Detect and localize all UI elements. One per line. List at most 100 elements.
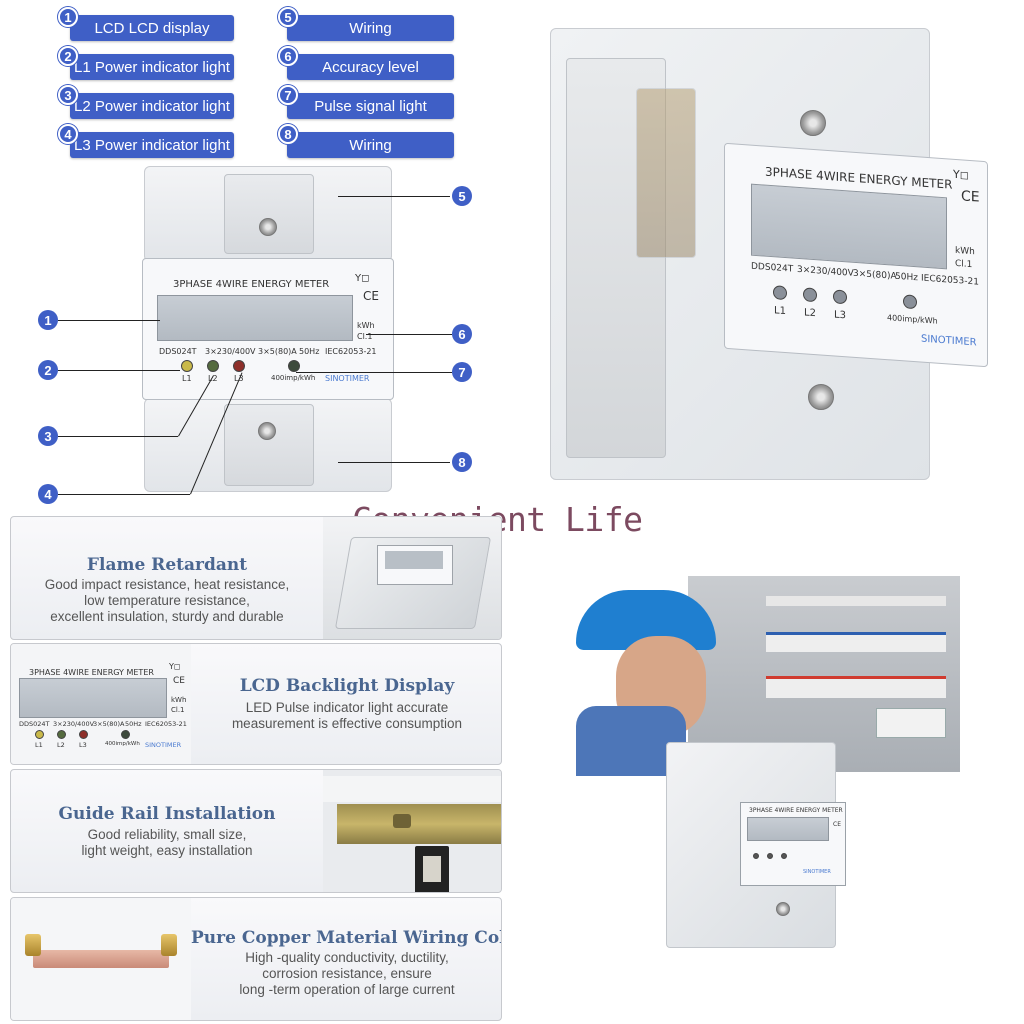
accuracy-label: Cl.1 bbox=[955, 258, 973, 271]
l1-label: L1 bbox=[774, 305, 786, 318]
antenna-icon: Y◻ bbox=[169, 662, 181, 671]
legend-item-6: Accuracy level bbox=[287, 54, 454, 80]
legend-item-8: Wiring bbox=[287, 132, 454, 158]
feature-body: High -quality conductivity, ductility, c… bbox=[239, 950, 455, 997]
feature-title: Pure Copper Material Wiring Column bbox=[191, 928, 501, 948]
screw-icon bbox=[800, 110, 826, 136]
pulse-signal-light bbox=[288, 360, 300, 372]
accuracy-label: Cl.1 bbox=[357, 332, 373, 341]
meter-product-photo: 3PHASE 4WIRE ENERGY METER Y◻ CE kWh Cl.1… bbox=[546, 18, 994, 490]
screw-icon bbox=[776, 902, 790, 916]
l3-indicator-light bbox=[233, 360, 245, 372]
meter-title: 3PHASE 4WIRE ENERGY METER bbox=[29, 668, 154, 677]
meter-top-terminal bbox=[224, 174, 314, 254]
meter-title: 3PHASE 4WIRE ENERGY METER bbox=[749, 807, 843, 814]
legend-number-3: 3 bbox=[58, 85, 78, 105]
feature-body: Good reliability, small size, light weig… bbox=[81, 827, 253, 858]
meter-face: 3PHASE 4WIRE ENERGY METER Y◻ CE kWh Cl.1… bbox=[142, 258, 394, 400]
meter-title: 3PHASE 4WIRE ENERGY METER bbox=[173, 279, 330, 290]
l1-indicator-light bbox=[35, 730, 44, 739]
l2-indicator-light bbox=[767, 853, 773, 859]
brand-label: SINOTIMER bbox=[325, 374, 370, 383]
antenna-icon: Y◻ bbox=[953, 167, 969, 182]
model-label: DDS024T bbox=[159, 347, 197, 356]
standard-label: IEC62053-21 bbox=[145, 720, 187, 728]
feature-body: LED Pulse indicator light accurate measu… bbox=[231, 700, 463, 731]
switch-cabinet bbox=[688, 576, 960, 772]
lcd-display bbox=[157, 295, 353, 341]
current-label: 3×5(80)A bbox=[258, 347, 297, 356]
copper-wiring-photo bbox=[11, 898, 191, 1020]
legend-item-4: L3 Power indicator light bbox=[70, 132, 234, 158]
unit-label: kWh bbox=[955, 245, 975, 258]
l1-indicator-light bbox=[181, 360, 193, 372]
legend-number-8: 8 bbox=[278, 124, 298, 144]
l3-label: L3 bbox=[834, 309, 846, 322]
legend-number-6: 6 bbox=[278, 46, 298, 66]
feature-title: Flame Retardant bbox=[86, 555, 248, 575]
pulse-signal-light bbox=[903, 294, 917, 310]
callout-line-4 bbox=[58, 494, 190, 495]
l2-indicator-light bbox=[57, 730, 66, 739]
legend-number-7: 7 bbox=[278, 85, 298, 105]
meter-bottom-terminal bbox=[224, 404, 314, 486]
current-label: 3×5(80)A bbox=[93, 720, 125, 728]
legend-item-7: Pulse signal light bbox=[287, 93, 454, 119]
l3-label: L3 bbox=[79, 741, 87, 749]
callout-line-8 bbox=[338, 462, 450, 463]
legend-number-4: 4 bbox=[58, 124, 78, 144]
callout-line-1 bbox=[58, 320, 160, 321]
l2-label: L2 bbox=[208, 374, 218, 383]
ce-mark: CE bbox=[173, 676, 185, 686]
accuracy-label: Cl.1 bbox=[171, 706, 185, 714]
callout-line-5 bbox=[338, 196, 450, 197]
frequency-label: 50Hz bbox=[299, 347, 320, 356]
l1-label: L1 bbox=[182, 374, 192, 383]
pulse-signal-light bbox=[121, 730, 130, 739]
l3-indicator-light bbox=[833, 289, 847, 305]
meter-internal-board bbox=[636, 88, 696, 258]
callout-line-2 bbox=[58, 370, 180, 371]
callout-6: 6 bbox=[452, 324, 472, 344]
lcd-display bbox=[747, 817, 829, 841]
screw-icon bbox=[259, 218, 277, 236]
l1-indicator-light bbox=[773, 285, 787, 301]
feature-title: LCD Backlight Display bbox=[239, 676, 455, 696]
legend-item-5: Wiring bbox=[287, 15, 454, 41]
frequency-label: 50Hz bbox=[125, 720, 142, 728]
feature-flame-retardant: Flame Retardant Good impact resistance, … bbox=[10, 516, 502, 640]
feature-guide-rail: Guide Rail Installation Good reliability… bbox=[10, 769, 502, 893]
lcd-backlight-photo: 3PHASE 4WIRE ENERGY METER Y◻ CE kWh Cl.1… bbox=[11, 644, 191, 764]
l2-indicator-light bbox=[803, 287, 817, 303]
voltage-label: 3×230/400V bbox=[205, 347, 256, 356]
meter-diagram: 3PHASE 4WIRE ENERGY METER Y◻ CE kWh Cl.1… bbox=[142, 166, 394, 494]
current-label: 3×5(80)A bbox=[853, 268, 897, 282]
brand-label: SINOTIMER bbox=[803, 869, 831, 875]
ce-mark: CE bbox=[833, 821, 841, 828]
legend-item-2: L1 Power indicator light bbox=[70, 54, 234, 80]
lcd-display bbox=[751, 183, 947, 270]
voltage-label: 3×230/400V bbox=[797, 264, 854, 279]
feature-lcd-backlight: 3PHASE 4WIRE ENERGY METER Y◻ CE kWh Cl.1… bbox=[10, 643, 502, 765]
legend-number-1: 1 bbox=[58, 7, 78, 27]
feature-copper-wiring: Pure Copper Material Wiring Column High … bbox=[10, 897, 502, 1021]
antenna-icon: Y◻ bbox=[355, 273, 370, 284]
callout-2: 2 bbox=[38, 360, 58, 380]
ce-mark: CE bbox=[363, 289, 379, 303]
guide-rail-photo bbox=[323, 770, 501, 892]
callout-line-3 bbox=[58, 436, 178, 437]
callout-5: 5 bbox=[452, 186, 472, 206]
brand-label: SINOTIMER bbox=[145, 741, 182, 749]
screw-icon bbox=[258, 422, 276, 440]
standard-label: IEC62053-21 bbox=[921, 273, 979, 288]
flame-retardant-photo bbox=[323, 517, 501, 639]
legend-item-3: L2 Power indicator light bbox=[70, 93, 234, 119]
legend-number-2: 2 bbox=[58, 46, 78, 66]
l1-label: L1 bbox=[35, 741, 43, 749]
l3-indicator-light bbox=[781, 853, 787, 859]
electrician-photo: 3PHASE 4WIRE ENERGY METER CE SINOTIMER bbox=[576, 576, 960, 948]
feature-body: Good impact resistance, heat resistance,… bbox=[44, 577, 290, 624]
meter-small-face: 3PHASE 4WIRE ENERGY METER CE SINOTIMER bbox=[740, 802, 846, 886]
legend-item-1: LCD LCD display bbox=[70, 15, 234, 41]
frequency-label: 50Hz bbox=[895, 271, 918, 284]
